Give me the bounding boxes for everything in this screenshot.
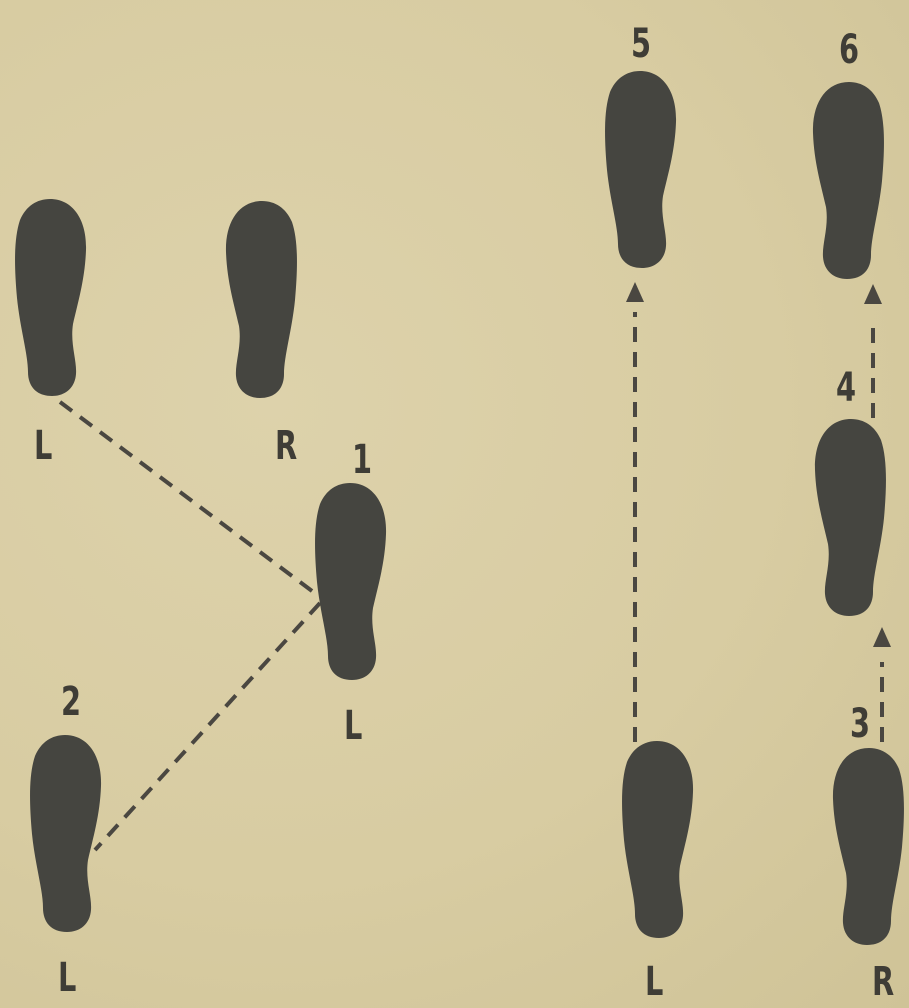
footprint-step1-left: [315, 483, 386, 680]
footprint-start-right: [226, 201, 297, 398]
foot-label-right-start-left: L: [645, 962, 663, 1002]
footprint-step4: [815, 419, 886, 616]
step-number-6: 6: [839, 30, 859, 70]
footprints: [15, 71, 904, 945]
step-number-5: 5: [631, 24, 651, 64]
footprint-right-start-left: [622, 741, 693, 938]
footprint-step5: [605, 71, 676, 268]
footprint-step6: [813, 82, 884, 279]
foot-label-step2: L: [58, 958, 76, 998]
footprint-step2-left: [30, 735, 101, 932]
foot-label-start-left: L: [34, 426, 52, 466]
step-number-3: 3: [850, 704, 870, 744]
footprint-step3-right: [833, 748, 904, 945]
step-number-2: 2: [61, 682, 81, 722]
foot-label-right-start-right: R: [872, 962, 894, 1002]
step-number-1: 1: [352, 440, 372, 480]
arrow-up-icon: [873, 627, 891, 647]
arrow-up-icon: [626, 282, 644, 302]
arrow-up-icon: [864, 284, 882, 304]
footprint-start-left: [15, 199, 86, 396]
step-number-4: 4: [836, 368, 856, 408]
foot-label-step1: L: [344, 706, 362, 746]
dashed-path-lines: [60, 312, 882, 850]
foot-label-start-right: R: [275, 426, 297, 466]
path-step1-to-step2: [95, 603, 320, 850]
